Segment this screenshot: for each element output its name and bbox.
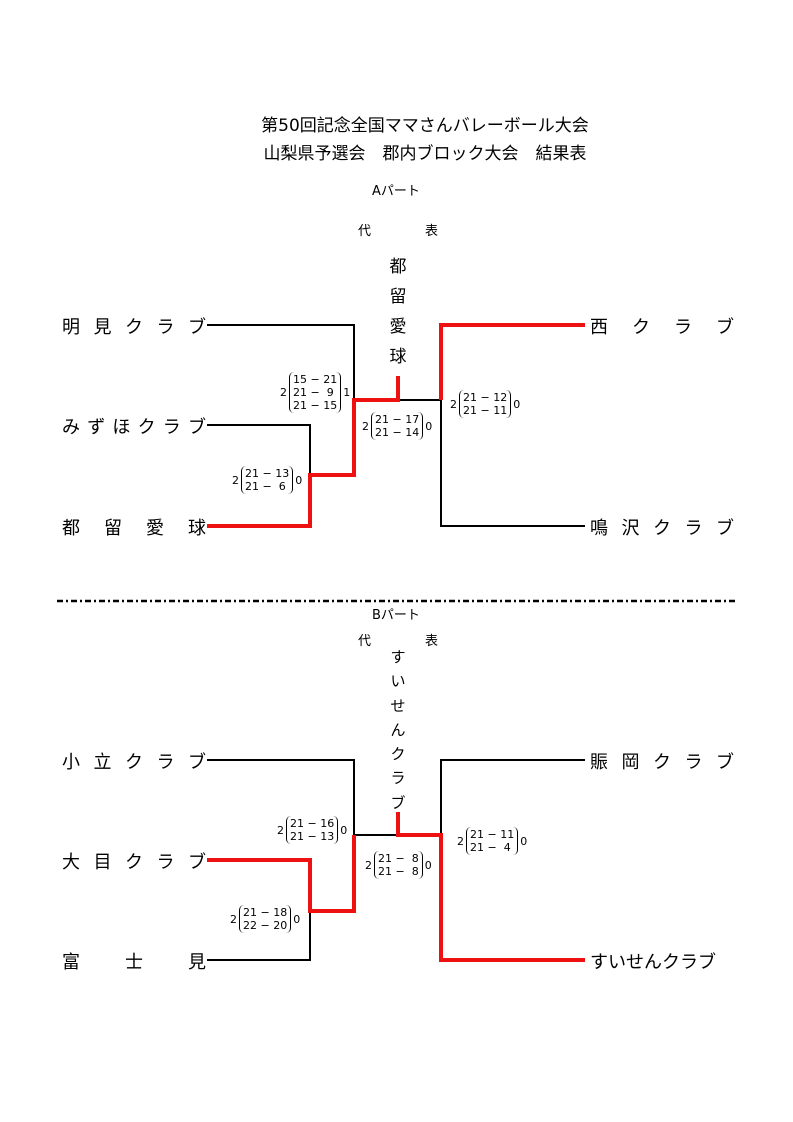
part-a-label: Aパート <box>372 184 420 199</box>
b-winner-path-left <box>207 835 356 913</box>
sets-won-right: 0 <box>293 912 301 926</box>
part-b-rep-label-1: 代 <box>358 634 372 649</box>
set-score: 21 − 16 <box>290 817 335 830</box>
team-a-left-top: 明見クラブ <box>62 317 220 338</box>
sets-won-left: 2 <box>450 397 457 411</box>
b-winner-path-right <box>396 812 585 962</box>
sets-won-right: 0 <box>295 473 303 487</box>
rep-char: ん <box>390 720 406 739</box>
set-score: 21 − 11 <box>463 404 508 417</box>
team-a-left-mid: みずほクラブ <box>62 417 214 438</box>
rep-char: ブ <box>390 793 406 812</box>
set-score: 21 − 12 <box>463 391 508 404</box>
team-a-right-top: 西クラブ <box>590 317 758 338</box>
a-line-left-mid <box>207 424 311 475</box>
set-score: 21 − 15 <box>293 399 338 412</box>
set-score: 21 − 14 <box>375 426 420 439</box>
sets-won-right: 0 <box>340 823 348 837</box>
rep-char: ラ <box>390 769 406 788</box>
set-score: 15 − 21 <box>293 373 338 386</box>
b-line-left-top <box>207 759 398 836</box>
rep-char: い <box>390 672 406 691</box>
b-line-right-top <box>440 759 585 835</box>
sets-won-right: 0 <box>520 834 528 848</box>
a-line-center <box>398 399 585 527</box>
set-score: 21 − 18 <box>243 906 288 919</box>
set-score: 22 − 20 <box>243 919 288 932</box>
team-b-right-top: 賑岡クラブ <box>590 752 748 773</box>
set-score: 21 − 17 <box>375 413 420 426</box>
set-score: 21 − 9 <box>293 386 334 399</box>
team-b-left-bottom: 富士見 <box>62 952 251 973</box>
rep-char: 留 <box>389 287 407 307</box>
title-line-2: 山梨県予選会 郡内ブロック大会 結果表 <box>263 144 587 164</box>
set-score: 21 − 11 <box>470 828 515 841</box>
b-line-left-bottom <box>207 911 311 961</box>
part-a-rep-label-1: 代 <box>358 224 372 239</box>
rep-char: 都 <box>389 257 407 277</box>
part-b-label: Bパート <box>372 608 420 623</box>
rep-char: ク <box>390 745 406 764</box>
rep-char: せ <box>390 696 406 715</box>
part-a-representative: 都 留 愛 球 <box>388 252 408 372</box>
sets-won-left: 2 <box>280 386 287 399</box>
sets-won-right: 0 <box>424 858 432 872</box>
team-b-left-top: 小立クラブ <box>62 752 220 773</box>
set-score: 21 − 6 <box>245 480 286 493</box>
sets-won-left: 2 <box>362 419 369 433</box>
rep-char: 愛 <box>389 317 407 337</box>
team-a-left-bottom: 都留愛球 <box>62 518 230 539</box>
sets-won-left: 2 <box>365 858 372 872</box>
set-score: 21 − 8 <box>378 865 419 878</box>
team-b-left-mid: 大目クラブ <box>62 852 220 873</box>
part-a-rep-label-2: 表 <box>425 224 439 239</box>
sets-won-left: 2 <box>232 473 239 487</box>
team-b-right-bottom: すいせんクラブ <box>590 952 716 973</box>
rep-char: す <box>390 648 406 666</box>
set-score: 21 − 4 <box>470 841 511 854</box>
set-score: 21 − 13 <box>290 830 335 843</box>
sets-won-left: 2 <box>277 823 284 837</box>
a-winner-path-left <box>207 376 400 528</box>
sets-won-left: 2 <box>457 834 464 848</box>
rep-char: 球 <box>389 347 407 367</box>
a-line-left-top <box>207 324 355 400</box>
part-b-rep-label-2: 表 <box>425 634 439 649</box>
sets-won-right: 1 <box>343 386 351 399</box>
a-winner-path-right <box>439 323 585 400</box>
part-b-representative: す い せ ん ク ラ ブ <box>388 645 408 815</box>
title-line-1: 第50回記念全国ママさんバレーボール大会 <box>261 116 589 136</box>
set-score: 21 − 13 <box>245 467 290 480</box>
sets-won-right: 0 <box>513 397 521 411</box>
sets-won-left: 2 <box>230 912 237 926</box>
team-a-right-bottom: 鳴沢クラブ <box>590 518 748 539</box>
sets-won-right: 0 <box>425 419 433 433</box>
set-score: 21 − 8 <box>378 852 419 865</box>
